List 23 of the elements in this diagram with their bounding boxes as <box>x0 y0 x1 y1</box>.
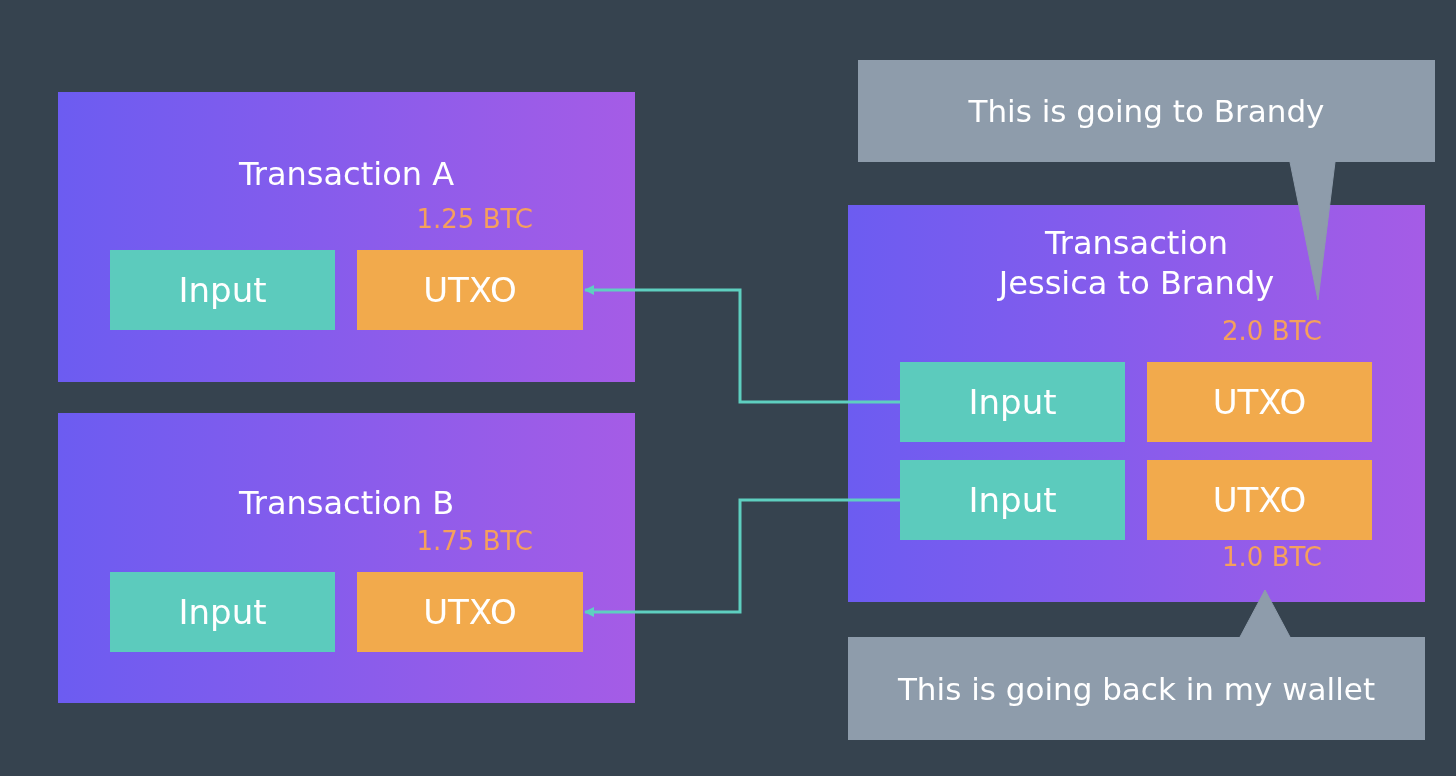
panel-title: Transaction B <box>237 483 456 523</box>
callout-pointer <box>1289 161 1336 301</box>
input-box: Input <box>110 572 335 652</box>
arrow <box>584 285 900 404</box>
input-box: Input <box>900 460 1125 540</box>
callout-pointer <box>1239 589 1291 638</box>
input-box: Input <box>900 362 1125 442</box>
transaction-panel <box>58 413 635 703</box>
utxo-box: UTXO <box>357 572 583 652</box>
amount-label: 2.0 BTC <box>1222 316 1322 346</box>
amount-label: 1.25 BTC <box>416 204 533 234</box>
arrow <box>584 498 900 617</box>
speech-bubble: This is going to Brandy <box>858 60 1435 162</box>
input-box: Input <box>110 250 335 330</box>
utxo-box: UTXO <box>1147 362 1372 442</box>
utxo-box: UTXO <box>357 250 583 330</box>
panel-title: Transaction Jessica to Brandy <box>996 223 1276 303</box>
panel-title: Transaction A <box>237 154 456 194</box>
transaction-panel <box>848 205 1425 602</box>
utxo-box: UTXO <box>1147 460 1372 540</box>
amount-label: 1.0 BTC <box>1222 542 1322 572</box>
transaction-panel <box>58 92 635 382</box>
amount-label: 1.75 BTC <box>416 526 533 556</box>
